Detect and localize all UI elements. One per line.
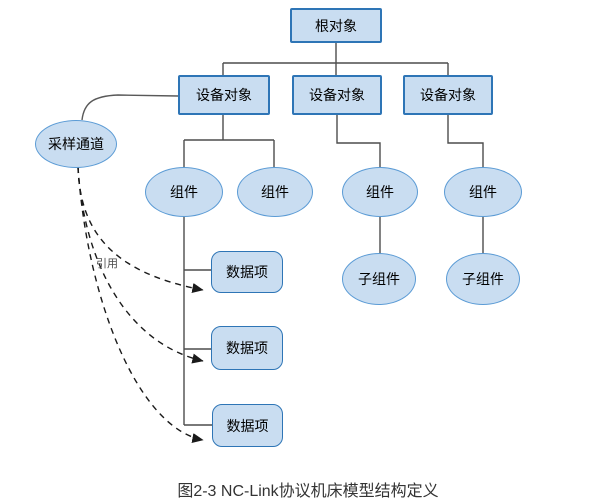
node-sampling-channel-label: 采样通道 [48,136,104,152]
node-data-item-1: 数据项 [211,251,283,293]
node-sampling-channel: 采样通道 [35,120,117,168]
figure-caption: 图2-3 NC-Link协议机床模型结构定义 [177,483,439,500]
node-device-object-1: 设备对象 [178,75,270,115]
node-root-object-label: 根对象 [315,17,357,34]
node-data-item-2: 数据项 [211,326,283,370]
node-component-2: 组件 [237,167,313,217]
node-data-item-2-label: 数据项 [226,340,268,356]
node-component-1: 组件 [145,167,223,217]
reference-edge-label: 引用 [96,258,118,270]
node-device-object-1-label: 设备对象 [196,87,252,103]
node-subcomponent-2-label: 子组件 [462,271,504,287]
edge-device2-to-component3 [336,115,381,167]
node-component-4-label: 组件 [469,184,497,200]
reference-arrows [77,166,204,443]
edge-device3-to-component4 [447,115,484,167]
node-component-1-label: 组件 [170,184,198,200]
node-device-object-3-label: 设备对象 [420,87,476,103]
reference-arrow-dataitem3 [77,166,204,443]
node-component-4: 组件 [444,167,522,217]
node-device-object-2-label: 设备对象 [309,87,365,103]
node-data-item-3: 数据项 [212,404,283,447]
node-subcomponent-2: 子组件 [446,253,520,305]
edge-channel-to-device1 [81,94,179,121]
node-device-object-2: 设备对象 [292,75,382,115]
node-data-item-3-label: 数据项 [226,417,269,434]
node-component-3: 组件 [342,167,418,217]
node-subcomponent-1-label: 子组件 [358,271,400,287]
node-component-3-label: 组件 [366,184,394,200]
node-subcomponent-1: 子组件 [342,253,416,305]
node-device-object-3: 设备对象 [403,75,493,115]
tree-edges [81,43,484,426]
node-root-object: 根对象 [290,8,382,43]
node-component-2-label: 组件 [261,184,289,200]
node-data-item-1-label: 数据项 [226,264,268,280]
